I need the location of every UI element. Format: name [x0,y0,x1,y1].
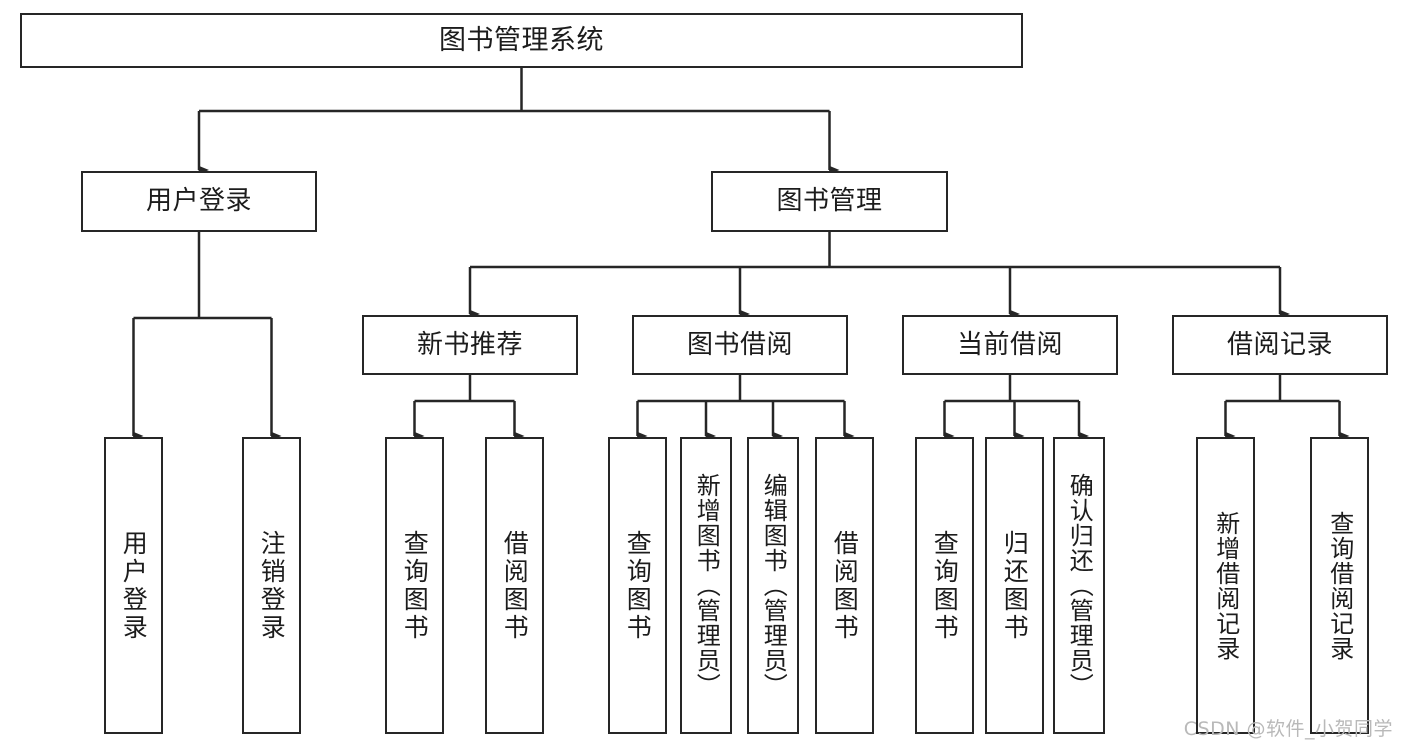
node-book-borrow[interactable]: 图书借阅 [632,315,848,375]
node-label: 注销登录 [257,529,287,642]
node-leaf-query-record[interactable]: 查询借阅记录 [1310,437,1369,734]
node-label: 用户登录 [119,529,149,642]
node-label: 新增图书（管理员） [692,473,721,698]
node-root[interactable]: 图书管理系统 [20,13,1023,68]
node-label: 借阅图书 [830,529,860,642]
node-leaf-query-book-3[interactable]: 查询图书 [915,437,974,734]
node-leaf-borrow-book-2[interactable]: 借阅图书 [815,437,874,734]
node-book-manage[interactable]: 图书管理 [711,171,948,232]
node-label: 用户登录 [145,186,252,217]
node-label: 当前借阅 [956,329,1063,360]
node-label: 借阅图书 [500,529,530,642]
node-leaf-confirm-return[interactable]: 确认归还（管理员） [1053,437,1105,734]
node-label: 图书管理 [776,186,883,217]
node-label: 查询图书 [623,529,653,642]
node-borrow-record[interactable]: 借阅记录 [1172,315,1388,375]
node-label: 查询图书 [930,529,960,642]
node-label: 新书推荐 [416,329,523,360]
node-leaf-edit-book[interactable]: 编辑图书（管理员） [747,437,799,734]
node-leaf-add-book[interactable]: 新增图书（管理员） [680,437,732,734]
node-label: 归还图书 [1000,529,1030,642]
node-label: 图书管理系统 [439,24,604,56]
node-label: 确认归还（管理员） [1065,473,1094,698]
node-label: 查询图书 [400,529,430,642]
watermark-label: CSDN @软件_小贺同学 [1183,718,1393,740]
node-new-book-rec[interactable]: 新书推荐 [362,315,578,375]
node-current-borrow[interactable]: 当前借阅 [902,315,1118,375]
node-leaf-query-book-2[interactable]: 查询图书 [608,437,667,734]
node-leaf-borrow-book-1[interactable]: 借阅图书 [485,437,544,734]
node-label: 查询借阅记录 [1325,510,1354,661]
node-label: 借阅记录 [1226,329,1333,360]
node-leaf-user-login[interactable]: 用户登录 [104,437,163,734]
node-leaf-query-book-1[interactable]: 查询图书 [385,437,444,734]
node-label: 图书借阅 [686,329,793,360]
node-leaf-add-record[interactable]: 新增借阅记录 [1196,437,1255,734]
node-label: 新增借阅记录 [1211,510,1240,661]
node-leaf-logout[interactable]: 注销登录 [242,437,301,734]
node-user-login[interactable]: 用户登录 [81,171,317,232]
node-label: 编辑图书（管理员） [759,473,788,698]
node-leaf-return-book[interactable]: 归还图书 [985,437,1044,734]
